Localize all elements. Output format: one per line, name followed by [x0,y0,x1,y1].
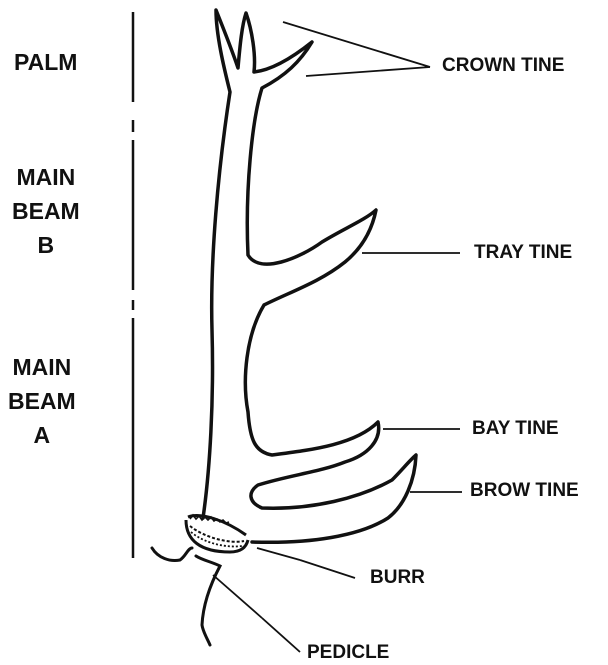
label-burr: BURR [370,567,425,589]
antler-outline [203,10,416,542]
label-main-beam-b-line2: BEAM [12,194,80,228]
label-palm: PALM [14,45,77,79]
label-main-beam-b: MAIN BEAM B [12,160,80,262]
label-main-beam-a-line2: BEAM [8,384,76,418]
label-main-beam-a-line3: A [8,418,76,452]
label-bay-tine: BAY TINE [472,418,559,440]
label-tray-tine: TRAY TINE [474,242,572,264]
label-pedicle: PEDICLE [307,642,389,664]
label-main-beam-a-line1: MAIN [8,350,76,384]
label-main-beam-b-line1: MAIN [12,160,80,194]
label-palm-text: PALM [14,49,77,75]
burr-ring [186,515,248,552]
label-crown-tine: CROWN TINE [442,55,564,77]
pedicle-shape [152,548,220,645]
label-main-beam-a: MAIN BEAM A [8,350,76,452]
label-brow-tine: BROW TINE [470,480,579,502]
label-main-beam-b-line3: B [12,228,80,262]
